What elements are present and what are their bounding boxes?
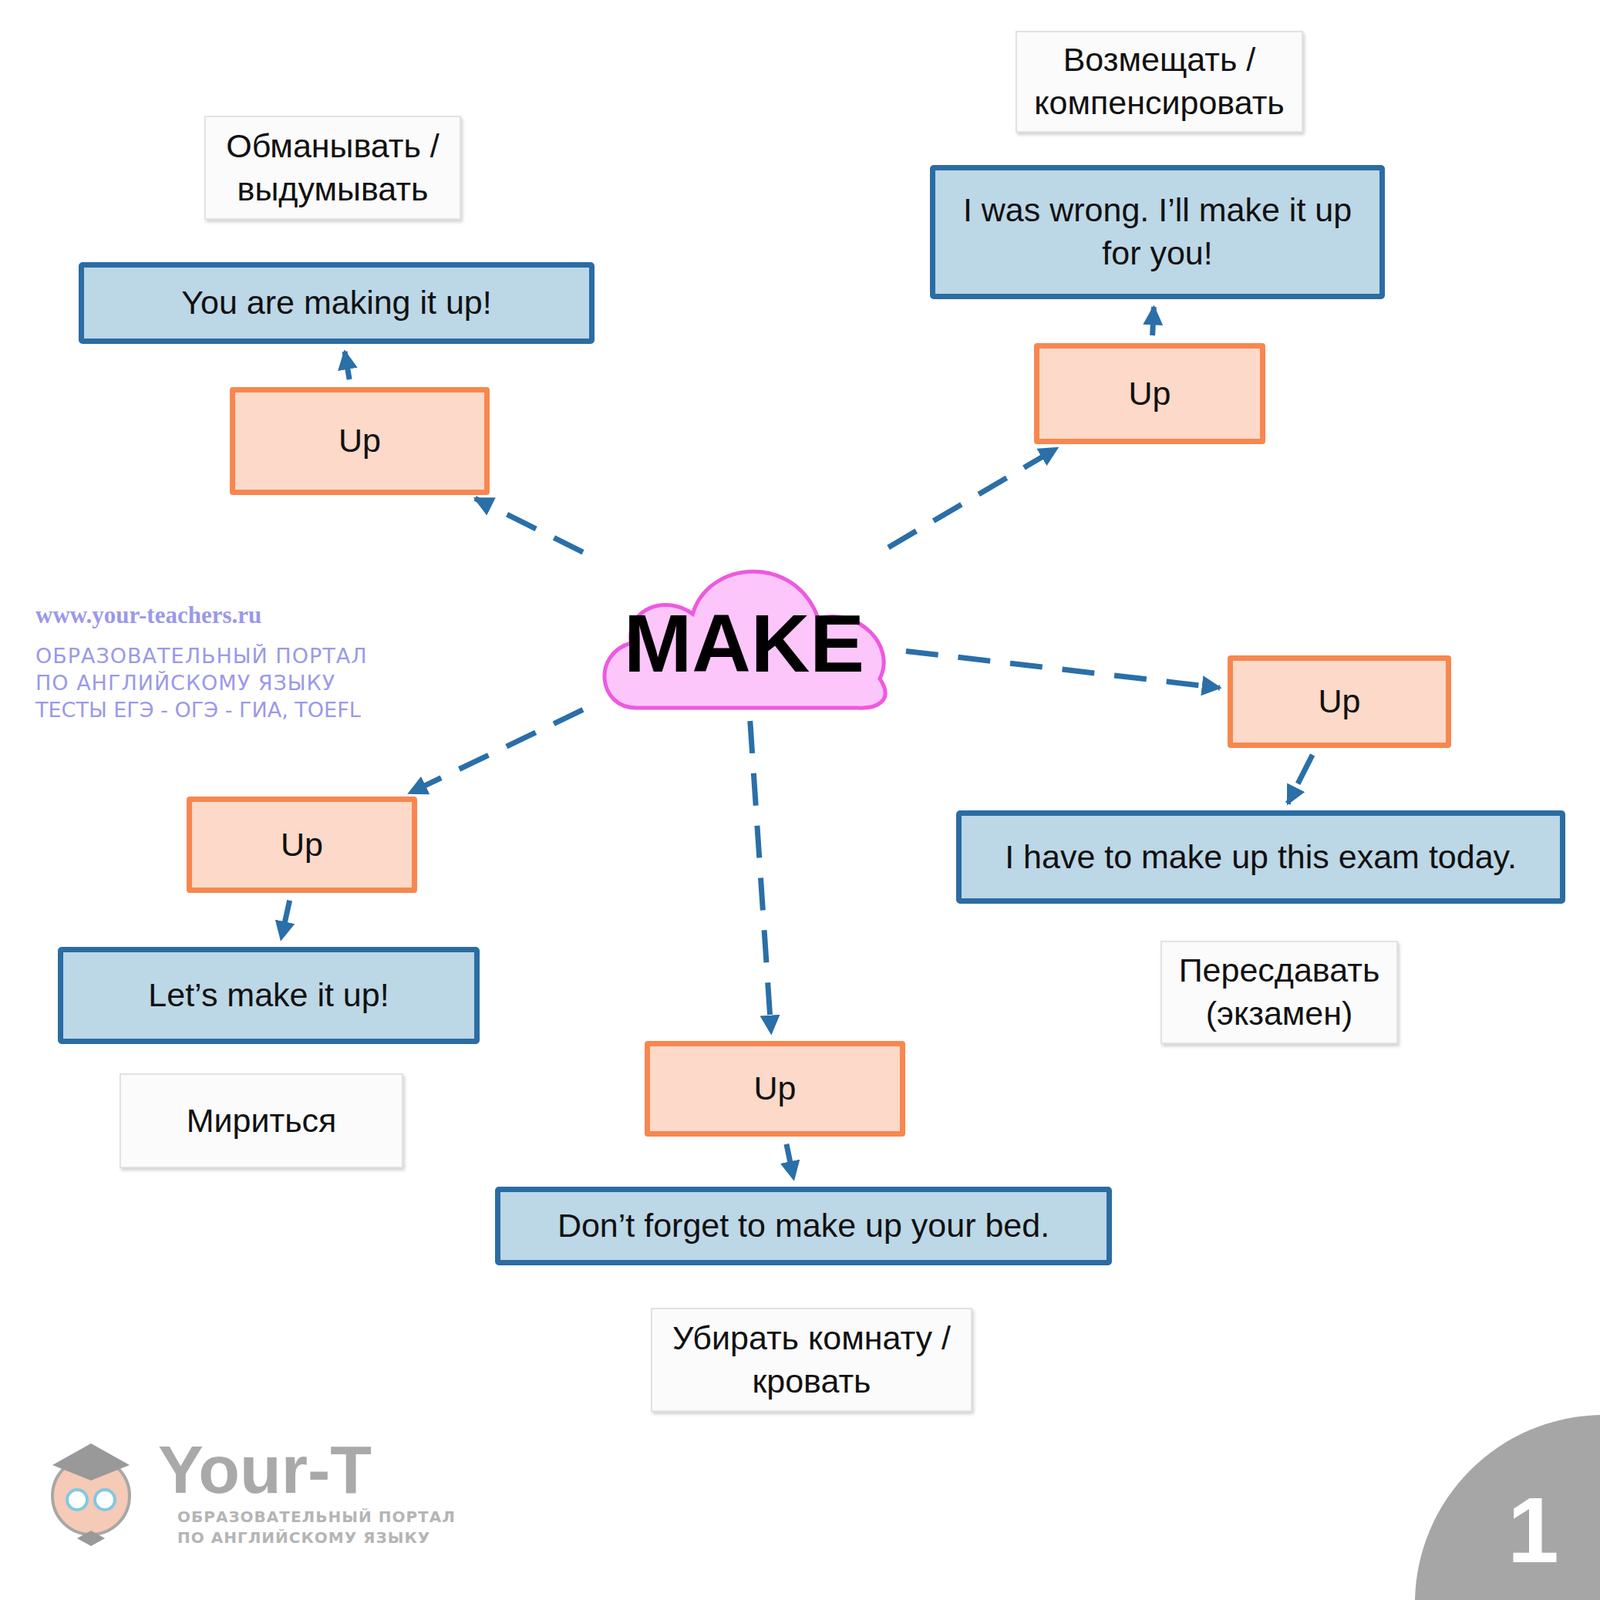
example-box: I was wrong. I’ll make it up for you! [929,165,1385,300]
dashed-arrow [1152,306,1155,336]
particle-box: Up [229,387,490,496]
text-stack: Пересдавать (экзамен) [1172,949,1386,1036]
translation-box: Возмещать / компенсировать [1015,30,1304,133]
text-stack: Let’s make it up! [148,973,389,1018]
dashed-arrow [281,900,290,940]
logo-text: Your-T [158,1430,372,1510]
page-number: 1 [1507,1476,1560,1584]
particle-box: Up [644,1040,906,1137]
dashed-arrow [409,709,583,793]
text-stack: Up [754,1067,797,1111]
dashed-arrow [1287,754,1313,804]
node-text: Up [1318,680,1361,724]
logo-subtitle: ОБРАЗОВАТЕЛЬНЫЙ ПОРТАЛ [177,1507,456,1526]
watermark-text: ПО АНГЛИЙСКОМУ ЯЗЫКУ [35,670,336,695]
node-text: Возмещать / компенсировать [1027,38,1291,125]
dashed-arrow [750,720,772,1034]
node-text: You are making it up! [181,281,492,325]
node-text: MAKE [623,590,865,698]
text-stack: Убирать комнату / кровать [663,1317,960,1404]
page-corner [1414,1414,1600,1600]
example-box: Let’s make it up! [57,946,480,1045]
node-text: I have to make up this exam today. [1004,835,1517,880]
text-stack: I have to make up this exam today. [1004,835,1517,880]
text-stack: Обманывать / выдумывать [216,124,449,212]
dashed-arrow [786,1144,794,1179]
node-text: Don’t forget to make up your bed. [557,1204,1050,1248]
particle-box: Up [1034,343,1266,445]
particle-box: Up [186,796,418,893]
text-stack: I was wrong. I’ll make it up for you! [949,188,1366,276]
dashed-arrow [474,498,583,553]
text-stack: Возмещать / компенсировать [1027,38,1291,125]
node-text: Up [280,823,324,867]
verb-cloud: MAKE [589,551,899,714]
url-watermark: www.your-teachers.ru [35,601,262,630]
text-stack: Up [1128,372,1172,416]
text-stack: Don’t forget to make up your bed. [557,1204,1050,1248]
watermark-text: ОБРАЗОВАТЕЛЬНЫЙ ПОРТАЛ [35,643,368,668]
text-stack: MAKE [623,590,865,698]
node-text: Убирать комнату / кровать [663,1317,960,1404]
example-box: I have to make up this exam today. [956,810,1566,904]
dashed-arrow [906,650,1220,688]
dashed-arrow [344,351,350,380]
node-text: Up [1128,372,1172,416]
example-box: Don’t forget to make up your bed. [495,1186,1112,1266]
node-text: Обманывать / выдумывать [216,124,449,212]
node-text: Up [338,419,381,463]
watermark-text: ТЕСТЫ ЕГЭ - ОГЭ - ГИА, TOEFL [35,697,361,722]
text-stack: You are making it up! [181,281,492,325]
text-stack: Up [280,823,324,867]
translation-box: Обманывать / выдумывать [204,115,462,220]
node-text: I was wrong. I’ll make it up for you! [949,188,1366,276]
node-text: Пересдавать (экзамен) [1172,949,1386,1036]
example-box: You are making it up! [78,262,595,344]
translation-box: Убирать комнату / кровать [650,1307,973,1412]
text-stack: Up [338,419,381,463]
logo-icon [52,1443,130,1547]
text-stack: Up [1318,680,1361,724]
node-text: Up [754,1067,797,1111]
text-stack: Мириться [186,1099,337,1143]
logo-subtitle: ПО АНГЛИЙСКОМУ ЯЗЫКУ [177,1528,431,1547]
translation-box: Мириться [119,1073,404,1169]
dashed-arrow [888,448,1058,548]
translation-box: Пересдавать (экзамен) [1160,940,1398,1045]
node-text: Let’s make it up! [148,973,389,1018]
particle-box: Up [1227,655,1452,748]
node-text: Мириться [186,1099,337,1143]
